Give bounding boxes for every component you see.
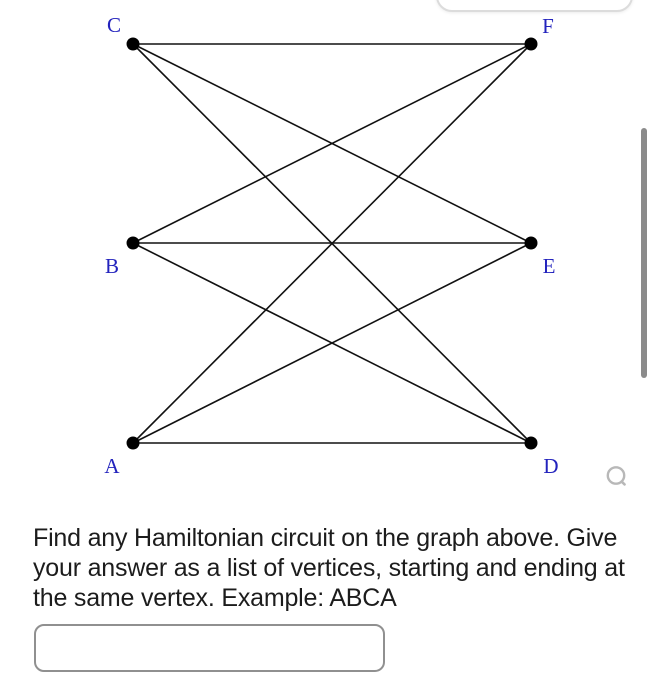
vertex-B[interactable] [126, 236, 140, 250]
answer-input[interactable] [34, 624, 385, 672]
magnifier-icon[interactable] [603, 463, 631, 491]
edge-F-B [132, 43, 532, 244]
vertex-C[interactable] [126, 37, 140, 51]
question-line-3: the same vertex. Example: ABCA [33, 584, 397, 612]
scrollbar-thumb[interactable] [641, 128, 647, 378]
edge-F-A [132, 43, 532, 444]
edge-E-A [132, 242, 532, 444]
vertex-A[interactable] [126, 436, 140, 450]
vertex-F[interactable] [524, 37, 538, 51]
question-line-1: Find any Hamiltonian circuit on the grap… [33, 524, 618, 552]
hamiltonian-graph: C F B E A D [104, 13, 558, 478]
vertex-D[interactable] [524, 436, 538, 450]
vertex-label-A: A [104, 454, 120, 478]
vertex-label-B: B [105, 254, 119, 278]
vertex-label-F: F [542, 14, 554, 38]
vertex-label-D: D [543, 454, 558, 478]
question-line-2: your answer as a list of vertices, start… [33, 554, 625, 582]
vertex-label-E: E [543, 254, 556, 278]
vertex-label-C: C [107, 13, 121, 37]
vertex-E[interactable] [524, 236, 538, 250]
question-text: Find any Hamiltonian circuit on the grap… [33, 523, 633, 613]
